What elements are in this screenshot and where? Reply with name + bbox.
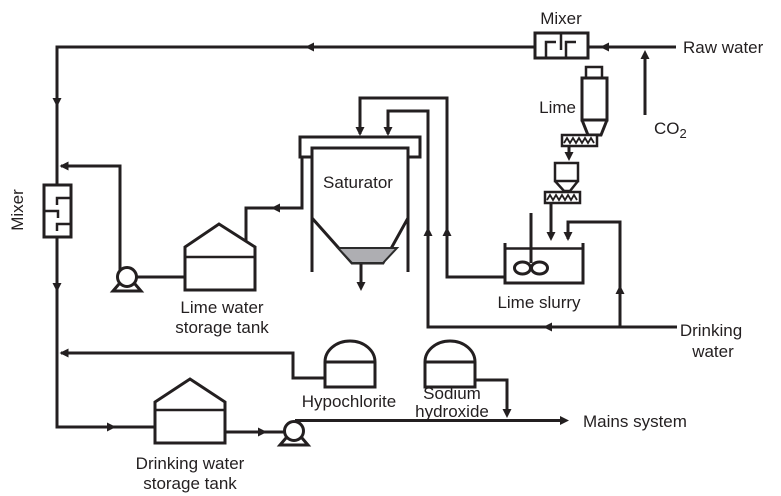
pump2-drinking-water bbox=[283, 420, 305, 442]
label-raw-water: Raw water bbox=[683, 38, 764, 57]
label-co2: CO2 bbox=[654, 119, 687, 141]
flow-arrow-left-icon bbox=[271, 203, 280, 213]
static-mixer-top-baffles bbox=[544, 34, 576, 58]
flow-arrow-up-icon bbox=[640, 50, 650, 59]
pipe-naoh-dosing bbox=[474, 378, 509, 415]
lime-slurry-tank bbox=[503, 243, 585, 285]
pump1-lime-water bbox=[116, 266, 138, 288]
flow-arrow-down-icon bbox=[383, 127, 393, 136]
pipe-drinkingwater-to-slurry-tank bbox=[566, 220, 622, 327]
pipe-hypochlorite-dosing bbox=[61, 351, 326, 380]
pipe-saturator-outlet bbox=[244, 157, 304, 241]
lime-silo-body bbox=[580, 76, 609, 122]
flow-arrow-down-icon bbox=[52, 283, 62, 292]
hypochlorite-tank bbox=[323, 339, 377, 389]
flow-arrow-left-icon bbox=[600, 42, 609, 52]
label-lime-water-tank-1: Lime water bbox=[180, 298, 263, 317]
flow-arrow-up-icon bbox=[615, 285, 625, 294]
label-mains-system: Mains system bbox=[583, 412, 687, 431]
equipment bbox=[42, 31, 609, 447]
flow-arrow-down-icon bbox=[355, 127, 365, 136]
label-mixer-top: Mixer bbox=[540, 9, 582, 28]
flow-arrows bbox=[52, 42, 650, 437]
label-drinking-tank-1: Drinking water bbox=[136, 454, 245, 473]
lime-silo-cone bbox=[580, 119, 609, 137]
flow-arrow-left-icon bbox=[59, 348, 69, 358]
flow-arrow-down-icon bbox=[546, 232, 556, 241]
sodium-hydroxide-tank bbox=[423, 339, 477, 389]
flow-arrow-down-icon bbox=[564, 152, 574, 161]
flow-arrow-down-icon bbox=[502, 409, 512, 418]
stirrer-propeller-left bbox=[513, 260, 532, 276]
lime-hopper-2 bbox=[553, 161, 580, 183]
flow-arrow-down-icon bbox=[356, 282, 366, 291]
flow-arrow-right-icon bbox=[258, 427, 267, 437]
labels: Mixer Raw water CO2 Lime Saturator Mixer… bbox=[8, 9, 764, 493]
lime-feeder-2-screw bbox=[546, 193, 578, 202]
stirrer-propeller-right bbox=[530, 260, 549, 276]
flow-arrow-up-icon bbox=[423, 227, 433, 236]
label-lime: Lime bbox=[539, 98, 576, 117]
lime-feeder-1-screw bbox=[563, 136, 595, 145]
label-sodium-hydroxide-1: Sodium bbox=[423, 384, 481, 403]
flow-arrow-down-icon bbox=[52, 98, 62, 107]
label-mixer-left: Mixer bbox=[8, 189, 27, 231]
flow-arrow-right-icon bbox=[560, 416, 569, 425]
label-lime-slurry: Lime slurry bbox=[497, 293, 581, 312]
lime-silo-cap bbox=[584, 65, 604, 80]
pipe-slurry-to-saturator bbox=[358, 96, 506, 279]
label-saturator: Saturator bbox=[323, 173, 393, 192]
flow-arrow-left-icon bbox=[59, 161, 69, 171]
static-mixer-left-baffles bbox=[45, 196, 70, 231]
label-drinking-water-2: water bbox=[691, 342, 734, 361]
lime-hopper-2-cone bbox=[554, 180, 579, 193]
flow-arrow-left-icon bbox=[305, 42, 314, 52]
saturator-vessel bbox=[310, 146, 410, 265]
flow-arrow-right-icon bbox=[107, 422, 116, 432]
saturator-skirt bbox=[310, 218, 410, 272]
flow-arrow-left-icon bbox=[543, 322, 552, 332]
flow-arrow-up-icon bbox=[442, 227, 452, 236]
label-drinking-water-1: Drinking bbox=[680, 321, 742, 340]
label-sodium-hydroxide-2: hydroxide bbox=[415, 402, 489, 421]
label-lime-water-tank-2: storage tank bbox=[175, 318, 269, 337]
flow-arrow-down-icon bbox=[563, 232, 573, 241]
pipe-drinkingwater-to-saturator bbox=[386, 109, 677, 329]
label-drinking-tank-2: storage tank bbox=[143, 474, 237, 493]
pipe-pump1-discharge bbox=[61, 164, 122, 270]
saturator-sludge-zone bbox=[335, 247, 400, 264]
label-hypochlorite: Hypochlorite bbox=[302, 392, 397, 411]
